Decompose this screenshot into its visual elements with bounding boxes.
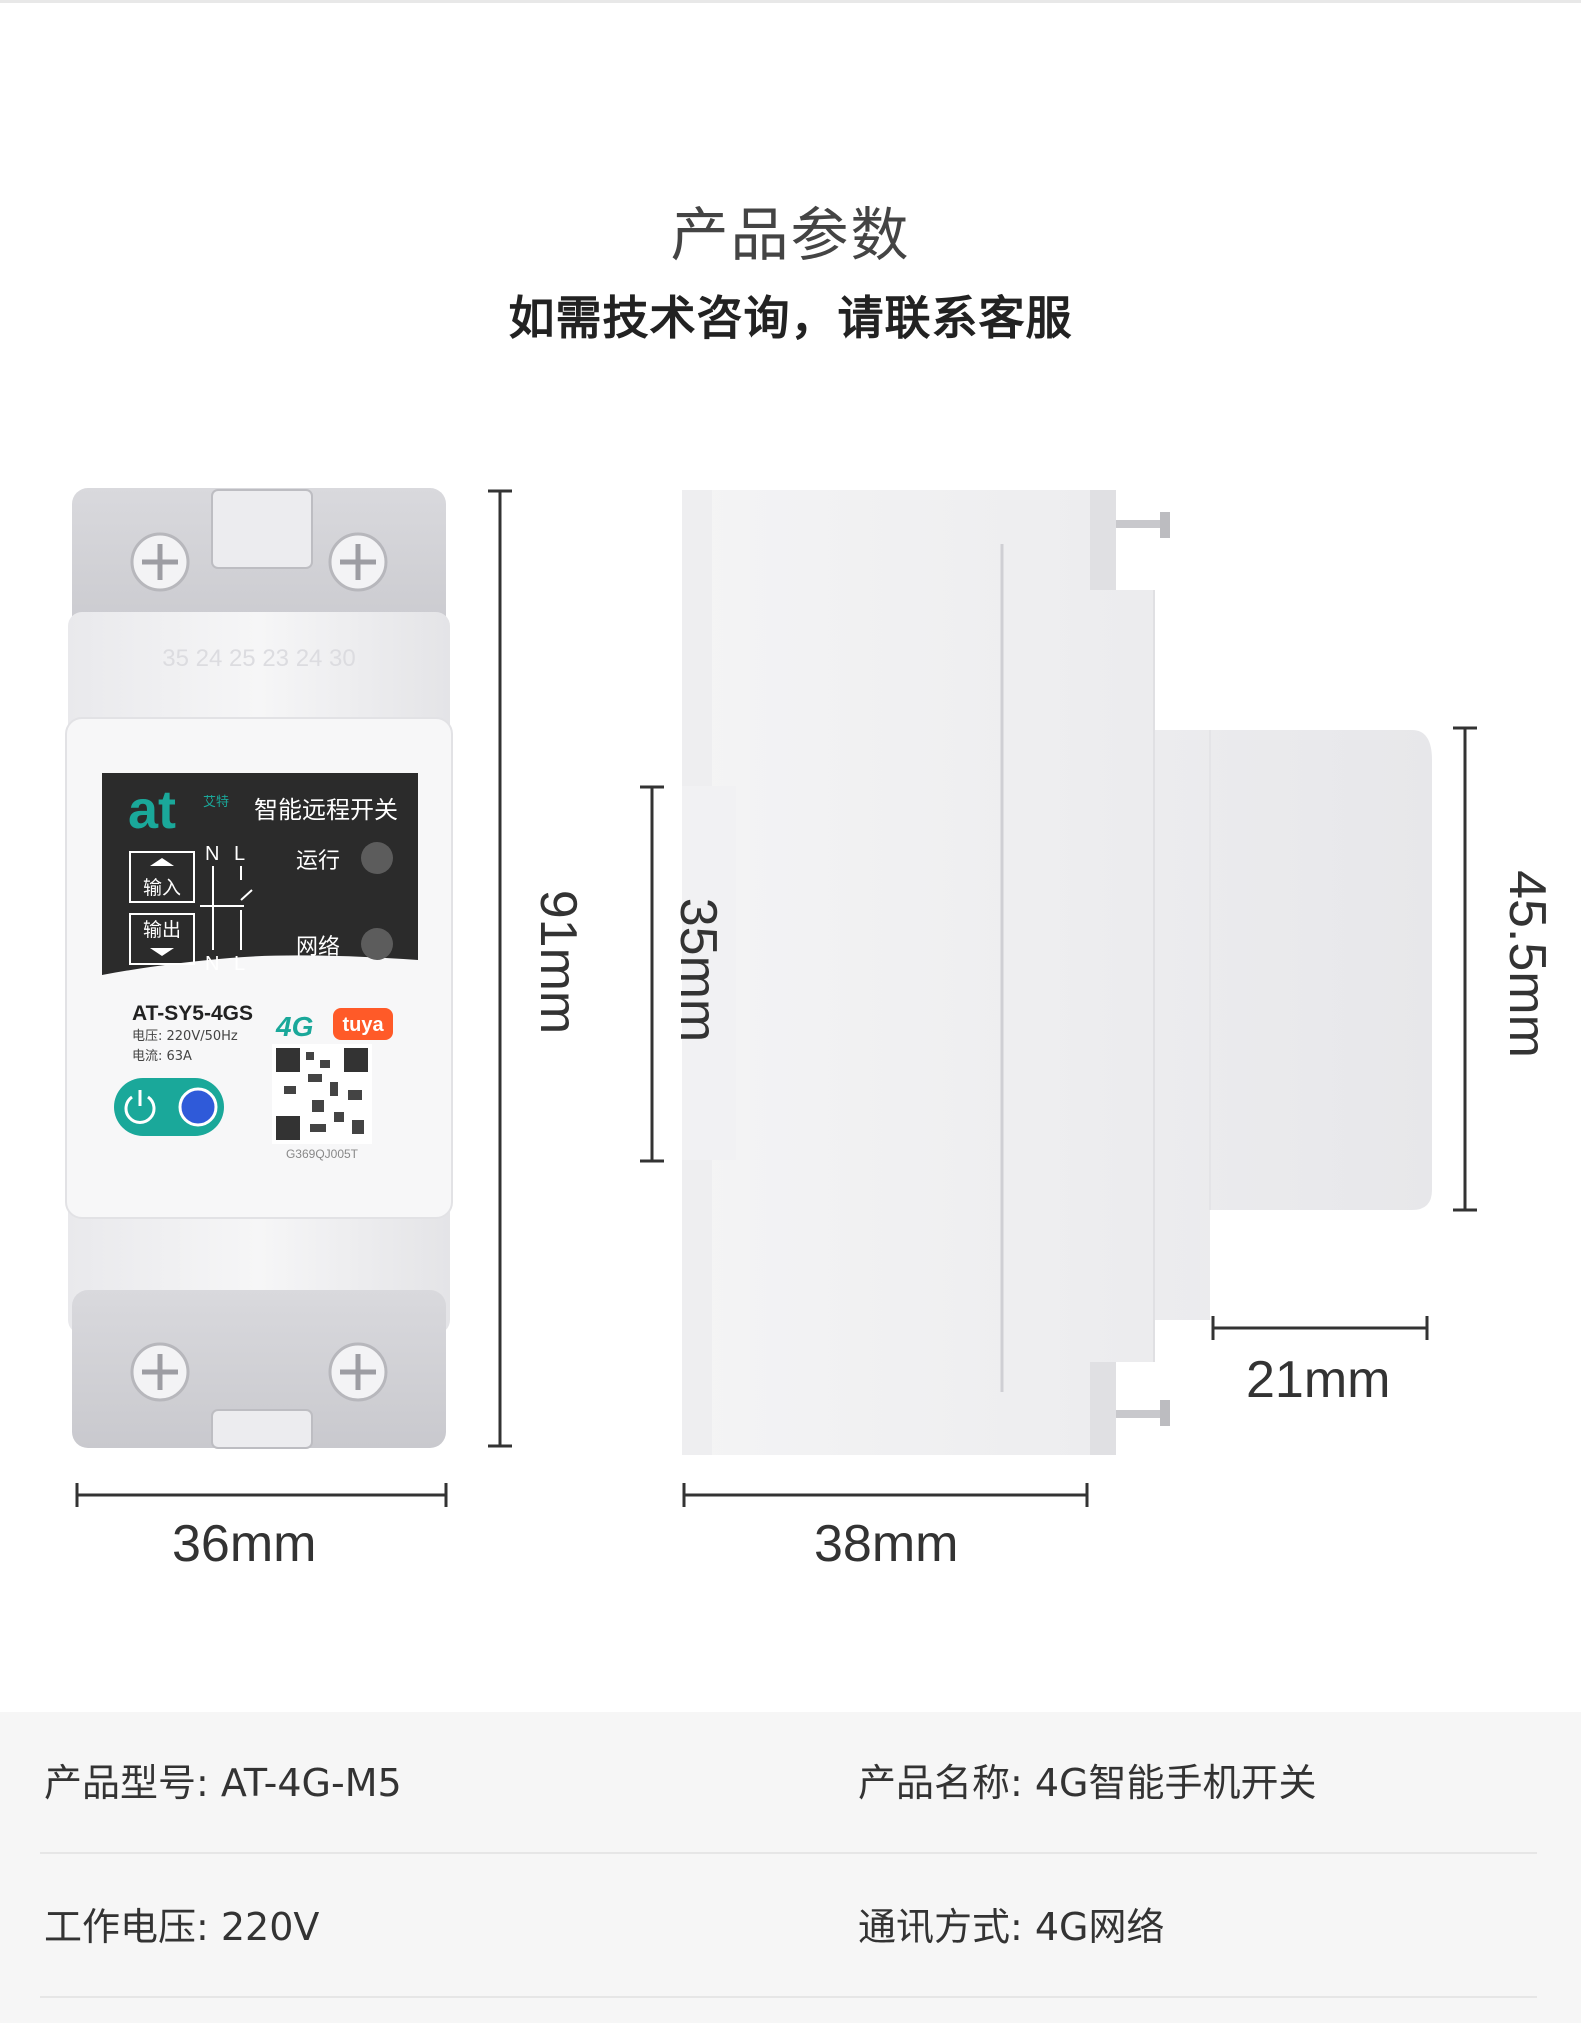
front-view: 35 24 25 23 24 30 at 艾特 智能远程开关 N L N L 输… xyxy=(65,488,453,1449)
spec-model: 产品型号: AT-4G-M5 xyxy=(44,1761,402,1805)
model-number: AT-SY5-4GS xyxy=(132,1002,253,1025)
dim-height-label: 91mm xyxy=(529,889,587,1035)
brand-sub: 艾特 xyxy=(203,795,229,810)
dimension-lines xyxy=(75,489,1477,1507)
screw-icon xyxy=(130,1342,190,1402)
side-view xyxy=(682,490,1432,1455)
serial-number: G369QJ005T xyxy=(286,1147,359,1161)
qr-code xyxy=(272,1044,372,1144)
voltage-spec: 电压: 220V/50Hz xyxy=(132,1029,238,1044)
top-divider xyxy=(0,0,1581,3)
row-divider xyxy=(40,1852,1537,1854)
page-title: 产品参数 xyxy=(670,201,911,269)
current-spec: 电流: 63A xyxy=(132,1049,192,1064)
screw-icon xyxy=(328,1342,388,1402)
dim-front-height-label: 45.5mm xyxy=(1498,870,1556,1058)
screw-icon xyxy=(130,532,190,592)
dim-width-label: 36mm xyxy=(172,1515,317,1573)
spec-row: 产品型号: AT-4G-M5 产品名称: 4G智能手机开关 xyxy=(40,1712,1537,1854)
output-label: 输出 xyxy=(143,919,181,941)
dark-label xyxy=(102,773,418,975)
status-run-label: 运行 xyxy=(296,849,340,874)
brand-logo: at xyxy=(128,780,176,840)
tuya-badge xyxy=(333,1008,393,1040)
power-button[interactable] xyxy=(114,1078,224,1136)
spec-row: 工作电压: 220V 通讯方式: 4G网络 xyxy=(40,1856,1537,1998)
badge-tuya: tuya xyxy=(342,1014,384,1036)
dim-rail-label: 35mm xyxy=(669,897,727,1043)
spec-communication: 通讯方式: 4G网络 xyxy=(858,1905,1165,1949)
screw-icon xyxy=(328,532,388,592)
rail-scale: 35 24 25 23 24 30 xyxy=(162,645,356,672)
bottom-clip xyxy=(72,1290,446,1448)
dim-depth-label: 38mm xyxy=(814,1515,959,1573)
terminal-n-bottom: N xyxy=(205,953,219,975)
row-divider xyxy=(40,1996,1537,1998)
spec-panel: 产品型号: AT-4G-M5 产品名称: 4G智能手机开关 工作电压: 220V… xyxy=(0,1712,1581,2023)
spec-voltage: 工作电压: 220V xyxy=(44,1905,320,1949)
side-body xyxy=(682,490,1432,1455)
input-label: 输入 xyxy=(143,877,181,899)
status-run-led xyxy=(361,842,393,874)
spec-product-name: 产品名称: 4G智能手机开关 xyxy=(858,1761,1317,1805)
terminal-l-top: L xyxy=(234,843,245,865)
status-network-label: 网络 xyxy=(296,935,340,960)
label-title: 智能远程开关 xyxy=(254,796,398,824)
terminal-l-bottom: L xyxy=(234,953,245,975)
product-figure: 35 24 25 23 24 30 at 艾特 智能远程开关 N L N L 输… xyxy=(65,488,1477,1507)
dim-front-depth-label: 21mm xyxy=(1246,1351,1391,1409)
status-network-led xyxy=(361,928,393,960)
page-subtitle: 如需技术咨询，请联系客服 xyxy=(508,291,1073,345)
terminal-n-top: N xyxy=(205,843,219,865)
badge-4g: 4G xyxy=(275,1011,313,1042)
